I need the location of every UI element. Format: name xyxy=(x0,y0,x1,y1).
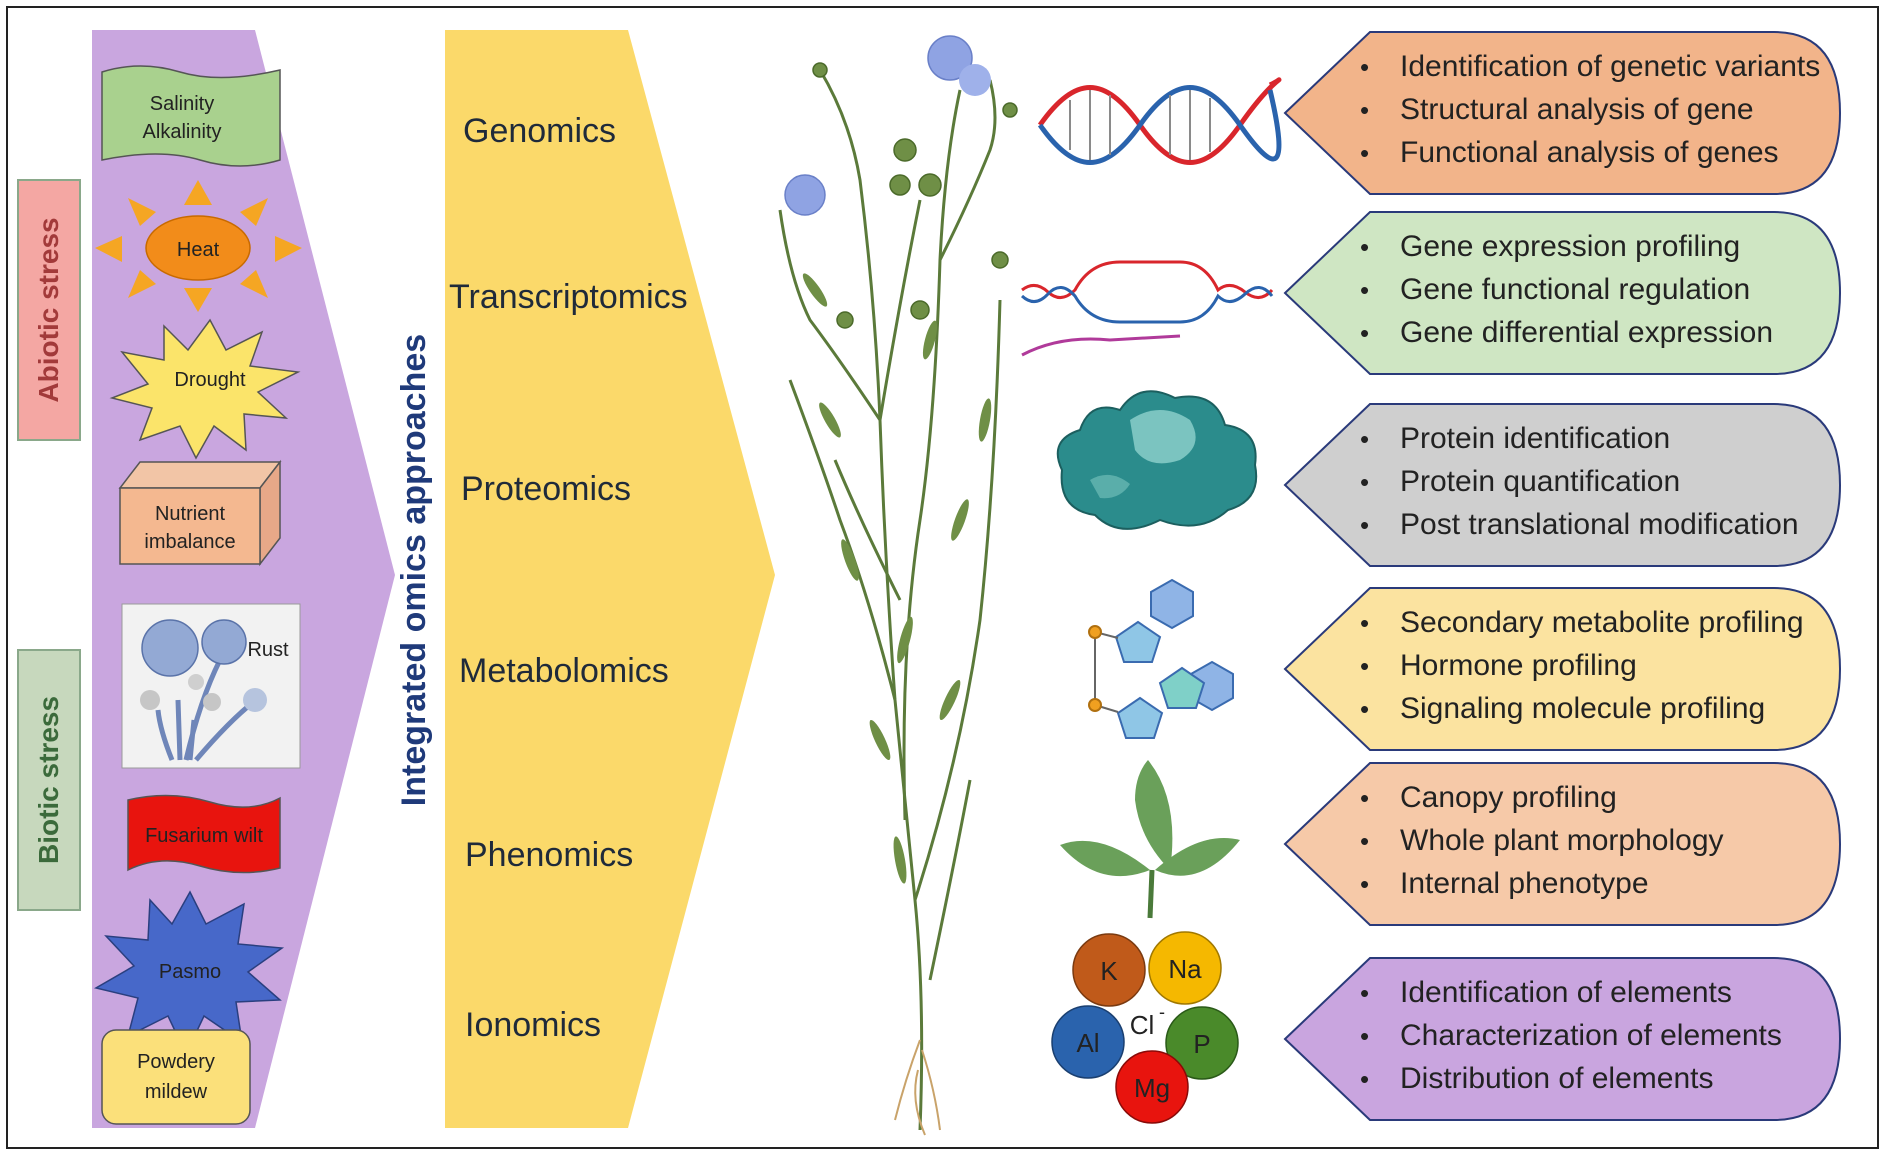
rust-label: Rust xyxy=(247,639,289,661)
metabolite-molecule-icon xyxy=(1088,578,1234,739)
description-item: Gene differential expression xyxy=(1400,316,1773,349)
ion-k: K xyxy=(1100,956,1118,986)
omics-transcriptomics: Transcriptomics xyxy=(449,278,688,316)
bullet-mark: • xyxy=(1360,510,1369,540)
description-box: • Identification of genetic variants • Stru… xyxy=(1283,31,1842,195)
description-item: Whole plant morphology xyxy=(1400,824,1724,857)
bullet-mark: • xyxy=(1360,869,1369,899)
omics-chevron xyxy=(445,30,775,1128)
omics-ionomics: Ionomics xyxy=(465,1006,601,1044)
bullet-mark: • xyxy=(1360,608,1369,638)
description-arrow-shape xyxy=(1283,31,1842,195)
flax-plant-illustration xyxy=(778,69,1002,1131)
bullet-mark: • xyxy=(1360,651,1369,681)
description-item: Characterization of elements xyxy=(1400,1019,1782,1052)
abiotic-stress-label: Abiotic stress xyxy=(33,217,64,402)
bullet-mark: • xyxy=(1360,1064,1369,1094)
heat-label: Heat xyxy=(177,239,220,261)
imbalance-label: imbalance xyxy=(144,531,235,553)
bullet-mark: • xyxy=(1360,95,1369,125)
omics-phenomics: Phenomics xyxy=(465,836,633,874)
description-item: Post translational modification xyxy=(1400,508,1799,541)
flax-leaves xyxy=(802,273,992,884)
alkalinity-label: Alkalinity xyxy=(143,121,222,143)
ion-cluster-icon: K Na Al P Mg Cl - xyxy=(1051,931,1239,1124)
bullet-mark: • xyxy=(1360,467,1369,497)
bullet-mark: • xyxy=(1360,52,1369,82)
bullet-mark: • xyxy=(1360,978,1369,1008)
drought-burst-icon: Drought xyxy=(109,318,301,460)
description-item: Identification of elements xyxy=(1400,976,1732,1009)
nutrient-label: Nutrient xyxy=(155,503,225,525)
bullet-mark: • xyxy=(1360,138,1369,168)
leaf-icon xyxy=(1060,760,1240,919)
description-item: Canopy profiling xyxy=(1400,781,1617,814)
nutrient-box-icon: Nutrient imbalance xyxy=(118,459,282,567)
description-boxes: • Identification of genetic variants • Stru… xyxy=(1283,31,1842,1121)
bullet-mark: • xyxy=(1360,826,1369,856)
ion-p: P xyxy=(1193,1029,1210,1059)
description-item: Distribution of elements xyxy=(1400,1062,1713,1095)
fusarium-banner: Fusarium wilt xyxy=(127,794,281,874)
heat-sun-icon: Heat xyxy=(95,180,302,312)
omics-proteomics: Proteomics xyxy=(461,470,631,508)
description-item: Identification of genetic variants xyxy=(1400,50,1820,83)
description-item: Gene functional regulation xyxy=(1400,273,1750,306)
powdery-label: Powdery xyxy=(137,1051,215,1073)
description-box: • Canopy profiling • Whole plant morphology… xyxy=(1283,762,1842,926)
ion-mg: Mg xyxy=(1134,1073,1170,1103)
description-item: Protein quantification xyxy=(1400,465,1680,498)
protein-icon xyxy=(1056,390,1258,530)
description-arrow-shape xyxy=(1283,403,1842,567)
flax-roots xyxy=(894,1039,941,1136)
biotic-stress-label: Biotic stress xyxy=(33,696,64,864)
bullet-mark: • xyxy=(1360,424,1369,454)
description-box: • Protein identification • Protein quantifi… xyxy=(1283,403,1842,567)
salinity-banner: Salinity Alkalinity xyxy=(101,65,281,167)
rust-illustration: Rust xyxy=(121,603,301,769)
powdery-mildew-box: Powdery mildew xyxy=(101,1029,251,1125)
flax-flowers xyxy=(784,35,991,216)
flax-seed-pods xyxy=(812,62,1018,329)
dna-helix-icon xyxy=(1037,77,1282,165)
ion-al: Al xyxy=(1076,1028,1099,1058)
bullet-mark: • xyxy=(1360,318,1369,348)
bullet-mark: • xyxy=(1360,232,1369,262)
description-item: Signaling molecule profiling xyxy=(1400,692,1765,725)
omics-metabolomics: Metabolomics xyxy=(459,652,669,690)
figure-frame xyxy=(6,6,1879,1149)
description-item: Secondary metabolite profiling xyxy=(1400,606,1804,639)
description-arrow-shape xyxy=(1283,211,1842,375)
integrated-omics-title: Integrated omics approaches xyxy=(395,334,433,806)
biotic-stress-tag: Biotic stress xyxy=(17,649,81,911)
ion-cl-charge: - xyxy=(1159,1002,1165,1022)
ion-cl: Cl xyxy=(1130,1010,1155,1040)
description-item: Functional analysis of genes xyxy=(1400,136,1779,169)
bullet-mark: • xyxy=(1360,783,1369,813)
drought-label: Drought xyxy=(174,369,246,391)
description-item: Internal phenotype xyxy=(1400,867,1649,900)
omics-genomics: Genomics xyxy=(463,112,616,150)
description-item: Protein identification xyxy=(1400,422,1670,455)
description-box: • Identification of elements • Characteriza… xyxy=(1283,957,1842,1121)
bullet-mark: • xyxy=(1360,275,1369,305)
abiotic-stress-tag: Abiotic stress xyxy=(17,179,81,441)
transcription-icon xyxy=(1020,260,1274,357)
description-box: • Secondary metabolite profiling • Hormone … xyxy=(1283,587,1842,751)
description-item: Hormone profiling xyxy=(1400,649,1637,682)
bullet-mark: • xyxy=(1360,694,1369,724)
ion-na: Na xyxy=(1168,954,1202,984)
description-item: Structural analysis of gene xyxy=(1400,93,1754,126)
mildew-label: mildew xyxy=(145,1081,208,1103)
bullet-mark: • xyxy=(1360,1021,1369,1051)
salinity-label: Salinity xyxy=(150,93,214,115)
description-arrow-shape xyxy=(1283,957,1842,1121)
description-box: • Gene expression profiling • Gene function… xyxy=(1283,211,1842,375)
fusarium-label: Fusarium wilt xyxy=(145,825,263,847)
pasmo-label: Pasmo xyxy=(159,961,221,983)
description-item: Gene expression profiling xyxy=(1400,230,1740,263)
description-arrow-shape xyxy=(1283,587,1842,751)
description-arrow-shape xyxy=(1283,762,1842,926)
